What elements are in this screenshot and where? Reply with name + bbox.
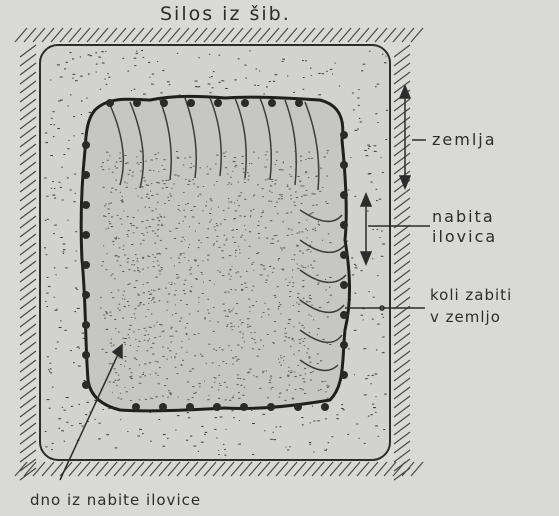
stake	[187, 99, 195, 107]
label-clay-line2: ilovica	[432, 227, 497, 246]
stake	[82, 261, 90, 269]
stake	[340, 281, 348, 289]
stake	[106, 99, 114, 107]
stake	[213, 403, 221, 411]
label-earth: zemlja	[432, 130, 497, 149]
stake	[241, 99, 249, 107]
stake	[321, 403, 329, 411]
stake	[159, 403, 167, 411]
stake	[240, 403, 248, 411]
stake	[340, 251, 348, 259]
stake	[267, 403, 275, 411]
label-stakes-line2: v zemljo	[430, 308, 501, 326]
stake	[340, 191, 348, 199]
label-stakes-line1: koli zabiti	[430, 286, 512, 304]
label-bottom: dno iz nabite ilovice	[30, 491, 201, 509]
stake	[82, 321, 90, 329]
stake	[160, 99, 168, 107]
label-clay-line1: nabita	[432, 207, 495, 226]
stake	[340, 161, 348, 169]
stake	[82, 141, 90, 149]
stake	[340, 341, 348, 349]
stake	[82, 351, 90, 359]
stake	[82, 231, 90, 239]
stake	[82, 171, 90, 179]
stake	[133, 99, 141, 107]
stake	[82, 381, 90, 389]
diagram-title: Silos iz šib.	[160, 3, 291, 25]
stake	[294, 403, 302, 411]
stake	[340, 221, 348, 229]
stake	[340, 131, 348, 139]
earth-dimension-arrow	[400, 86, 426, 188]
stake	[340, 311, 348, 319]
stake	[295, 99, 303, 107]
stake	[82, 201, 90, 209]
stake	[214, 99, 222, 107]
stake	[186, 403, 194, 411]
stake	[132, 403, 140, 411]
stake	[82, 291, 90, 299]
stake	[340, 371, 348, 379]
stake	[268, 99, 276, 107]
